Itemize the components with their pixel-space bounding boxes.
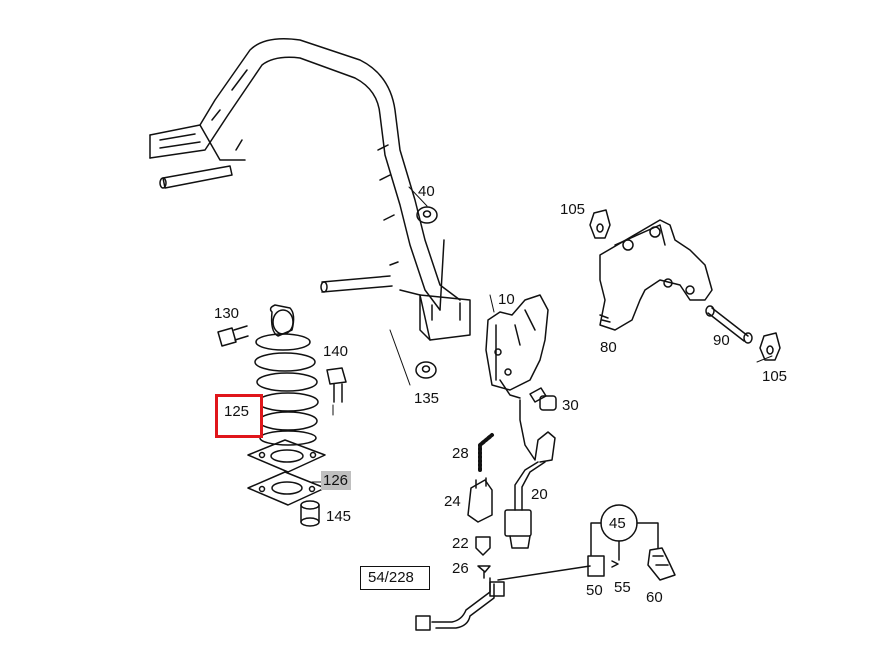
cap-22[interactable]: [475, 536, 491, 556]
label-55[interactable]: 55: [614, 579, 631, 596]
connector-24[interactable]: [467, 477, 493, 523]
label-20[interactable]: 20: [531, 486, 548, 503]
label-40[interactable]: 40: [418, 183, 435, 200]
label-90[interactable]: 90: [713, 332, 730, 349]
label-126[interactable]: 126: [323, 472, 349, 489]
label-28[interactable]: 28: [452, 445, 469, 462]
washer-135[interactable]: [415, 361, 437, 379]
sensor-20[interactable]: [504, 399, 556, 549]
selected-part-126-bg: [321, 471, 351, 490]
label-125[interactable]: 125: [224, 403, 250, 420]
bushing-145[interactable]: [300, 500, 320, 527]
bolt-140[interactable]: [326, 367, 347, 403]
pin-55[interactable]: [611, 560, 619, 568]
label-105-top[interactable]: 105: [560, 201, 586, 218]
clip-105-upper[interactable]: [589, 209, 611, 239]
bolt-30[interactable]: [529, 387, 557, 411]
label-50[interactable]: 50: [586, 582, 603, 599]
frame-bracket[interactable]: [149, 38, 471, 341]
selected-part-highlight[interactable]: [215, 394, 263, 438]
label-30[interactable]: 30: [562, 397, 579, 414]
label-22[interactable]: 22: [452, 535, 469, 552]
label-105-bottom[interactable]: 105: [762, 368, 788, 385]
bolt-130[interactable]: [217, 325, 249, 347]
leader-lines: [311, 186, 773, 483]
pin-90[interactable]: [705, 305, 753, 344]
label-54-228[interactable]: 54/228: [368, 569, 414, 586]
label-140[interactable]: 140: [323, 343, 349, 360]
bracket-60[interactable]: [647, 547, 676, 581]
reference-box-54-228[interactable]: [360, 566, 430, 590]
label-130[interactable]: 130: [214, 305, 240, 322]
label-45[interactable]: 45: [609, 515, 626, 532]
bracket-80[interactable]: [599, 219, 713, 331]
plug-26[interactable]: [477, 565, 491, 579]
label-145[interactable]: 145: [326, 508, 352, 525]
spring-125[interactable]: [254, 304, 319, 446]
label-26[interactable]: 26: [452, 560, 469, 577]
label-24[interactable]: 24: [444, 493, 461, 510]
label-10[interactable]: 10: [498, 291, 515, 308]
cable-54-228[interactable]: [415, 565, 591, 631]
label-135[interactable]: 135: [414, 390, 440, 407]
label-80[interactable]: 80: [600, 339, 617, 356]
clip-105-lower[interactable]: [759, 332, 781, 361]
washer-40[interactable]: [416, 206, 438, 224]
label-60[interactable]: 60: [646, 589, 663, 606]
lock-mechanism-10[interactable]: [485, 294, 549, 399]
wire-28[interactable]: [478, 433, 494, 472]
plate-126[interactable]: [247, 439, 326, 506]
